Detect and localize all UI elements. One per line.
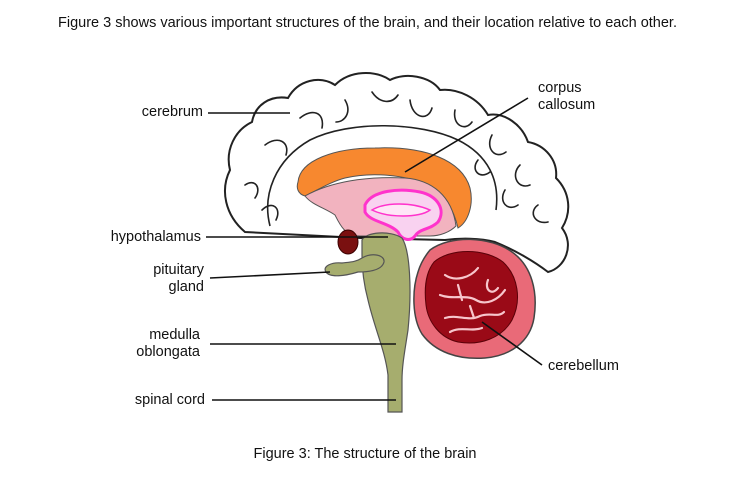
corpus-callosum-leader xyxy=(404,97,529,173)
corpus-callosum-label: corpus callosum xyxy=(538,80,596,113)
cerebrum-folds xyxy=(244,91,549,224)
cerebellum-shape xyxy=(413,238,536,360)
spinal-cord-label: spinal cord xyxy=(134,392,205,408)
pituitary-leader xyxy=(209,271,331,279)
pituitary-shape xyxy=(324,254,385,277)
cerebellum-leader xyxy=(481,321,543,366)
brainstem-shape xyxy=(361,232,411,413)
cerebellum-label: cerebellum xyxy=(548,358,619,374)
inner-outline xyxy=(266,124,498,227)
hypothalamus-shape xyxy=(337,229,359,255)
intro-text: Figure 3 shows various important structu… xyxy=(58,15,677,31)
cerebrum-label: cerebrum xyxy=(141,104,203,120)
medulla-label: medulla oblongata xyxy=(136,327,200,360)
pituitary-label: pituitary gland xyxy=(153,262,204,295)
hypothalamus-label: hypothalamus xyxy=(110,229,201,245)
leader-lines xyxy=(206,97,543,401)
figure-caption: Figure 3: The structure of the brain xyxy=(253,446,477,462)
